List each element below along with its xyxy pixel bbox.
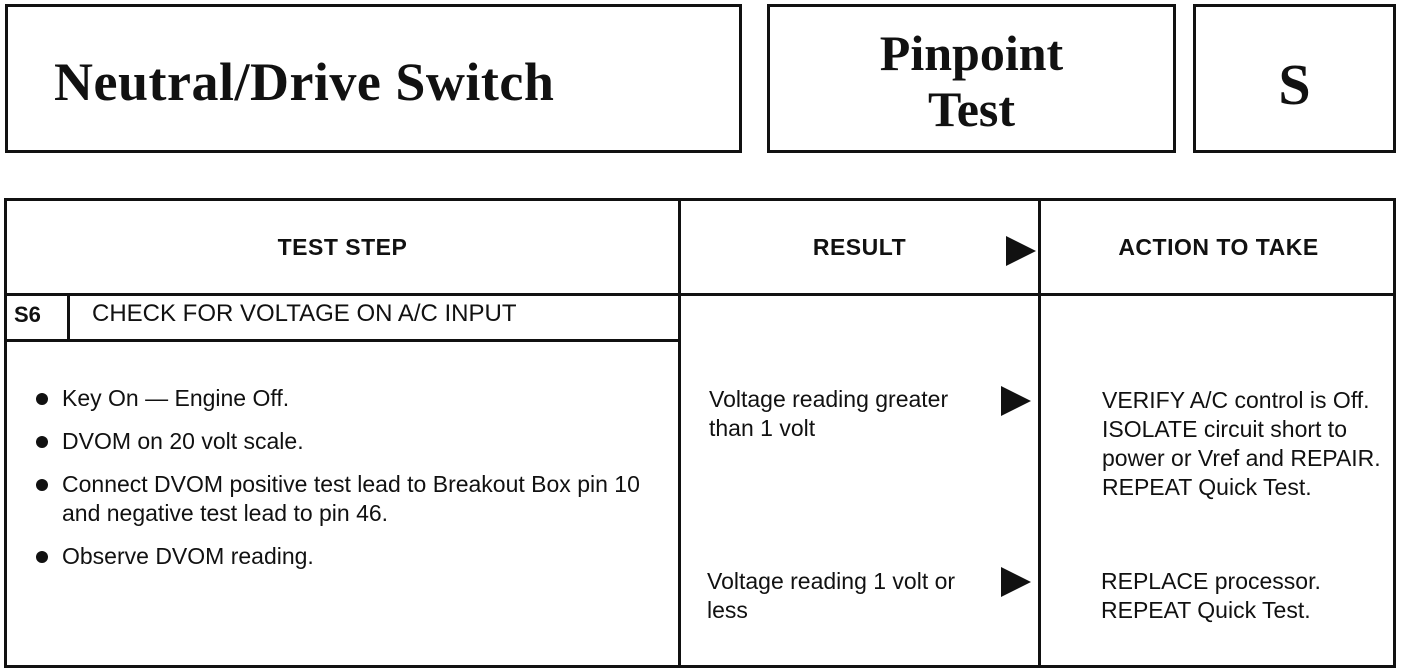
test-type-line2: Test	[927, 81, 1016, 137]
header-arrow-icon	[1006, 236, 1036, 266]
action-1: VERIFY A/C control is Off. ISOLATE circu…	[1102, 387, 1381, 500]
result-2: Voltage reading 1 volt or less	[707, 568, 956, 623]
result-1-arrow-icon	[1001, 386, 1031, 416]
instruction-item: Observe DVOM reading.	[36, 542, 656, 571]
test-type-line1: Pinpoint	[879, 25, 1064, 81]
instruction-item: Connect DVOM positive test lead to Break…	[36, 470, 656, 528]
column-divider-1	[678, 201, 681, 665]
title-box: Neutral/Drive Switch	[5, 4, 742, 153]
step-title: CHECK FOR VOLTAGE ON A/C INPUT	[92, 300, 517, 327]
instruction-list: Key On — Engine Off. DVOM on 20 volt sca…	[36, 384, 656, 585]
action-2: REPLACE processor. REPEAT Quick Test.	[1101, 568, 1321, 623]
column-header-action: ACTION TO TAKE	[1118, 234, 1319, 260]
test-type-label: Pinpoint Test	[770, 25, 1173, 137]
instruction-item: Key On — Engine Off.	[36, 384, 656, 413]
result-1: Voltage reading greater than 1 volt	[709, 386, 949, 441]
column-header-test-step: TEST STEP	[277, 234, 408, 260]
column-header-result: RESULT	[812, 234, 907, 260]
test-type-box: Pinpoint Test	[767, 4, 1176, 153]
column-divider-2	[1038, 201, 1041, 665]
result-2-arrow-icon	[1001, 567, 1031, 597]
page-title: Neutral/Drive Switch	[54, 52, 555, 112]
step-id: S6	[14, 302, 41, 327]
instruction-item: DVOM on 20 volt scale.	[36, 427, 656, 456]
step-id-divider	[67, 293, 70, 339]
header-divider	[7, 293, 1393, 296]
step-title-divider	[7, 339, 678, 342]
test-letter-box: S	[1193, 4, 1396, 153]
test-letter: S	[1278, 52, 1311, 117]
